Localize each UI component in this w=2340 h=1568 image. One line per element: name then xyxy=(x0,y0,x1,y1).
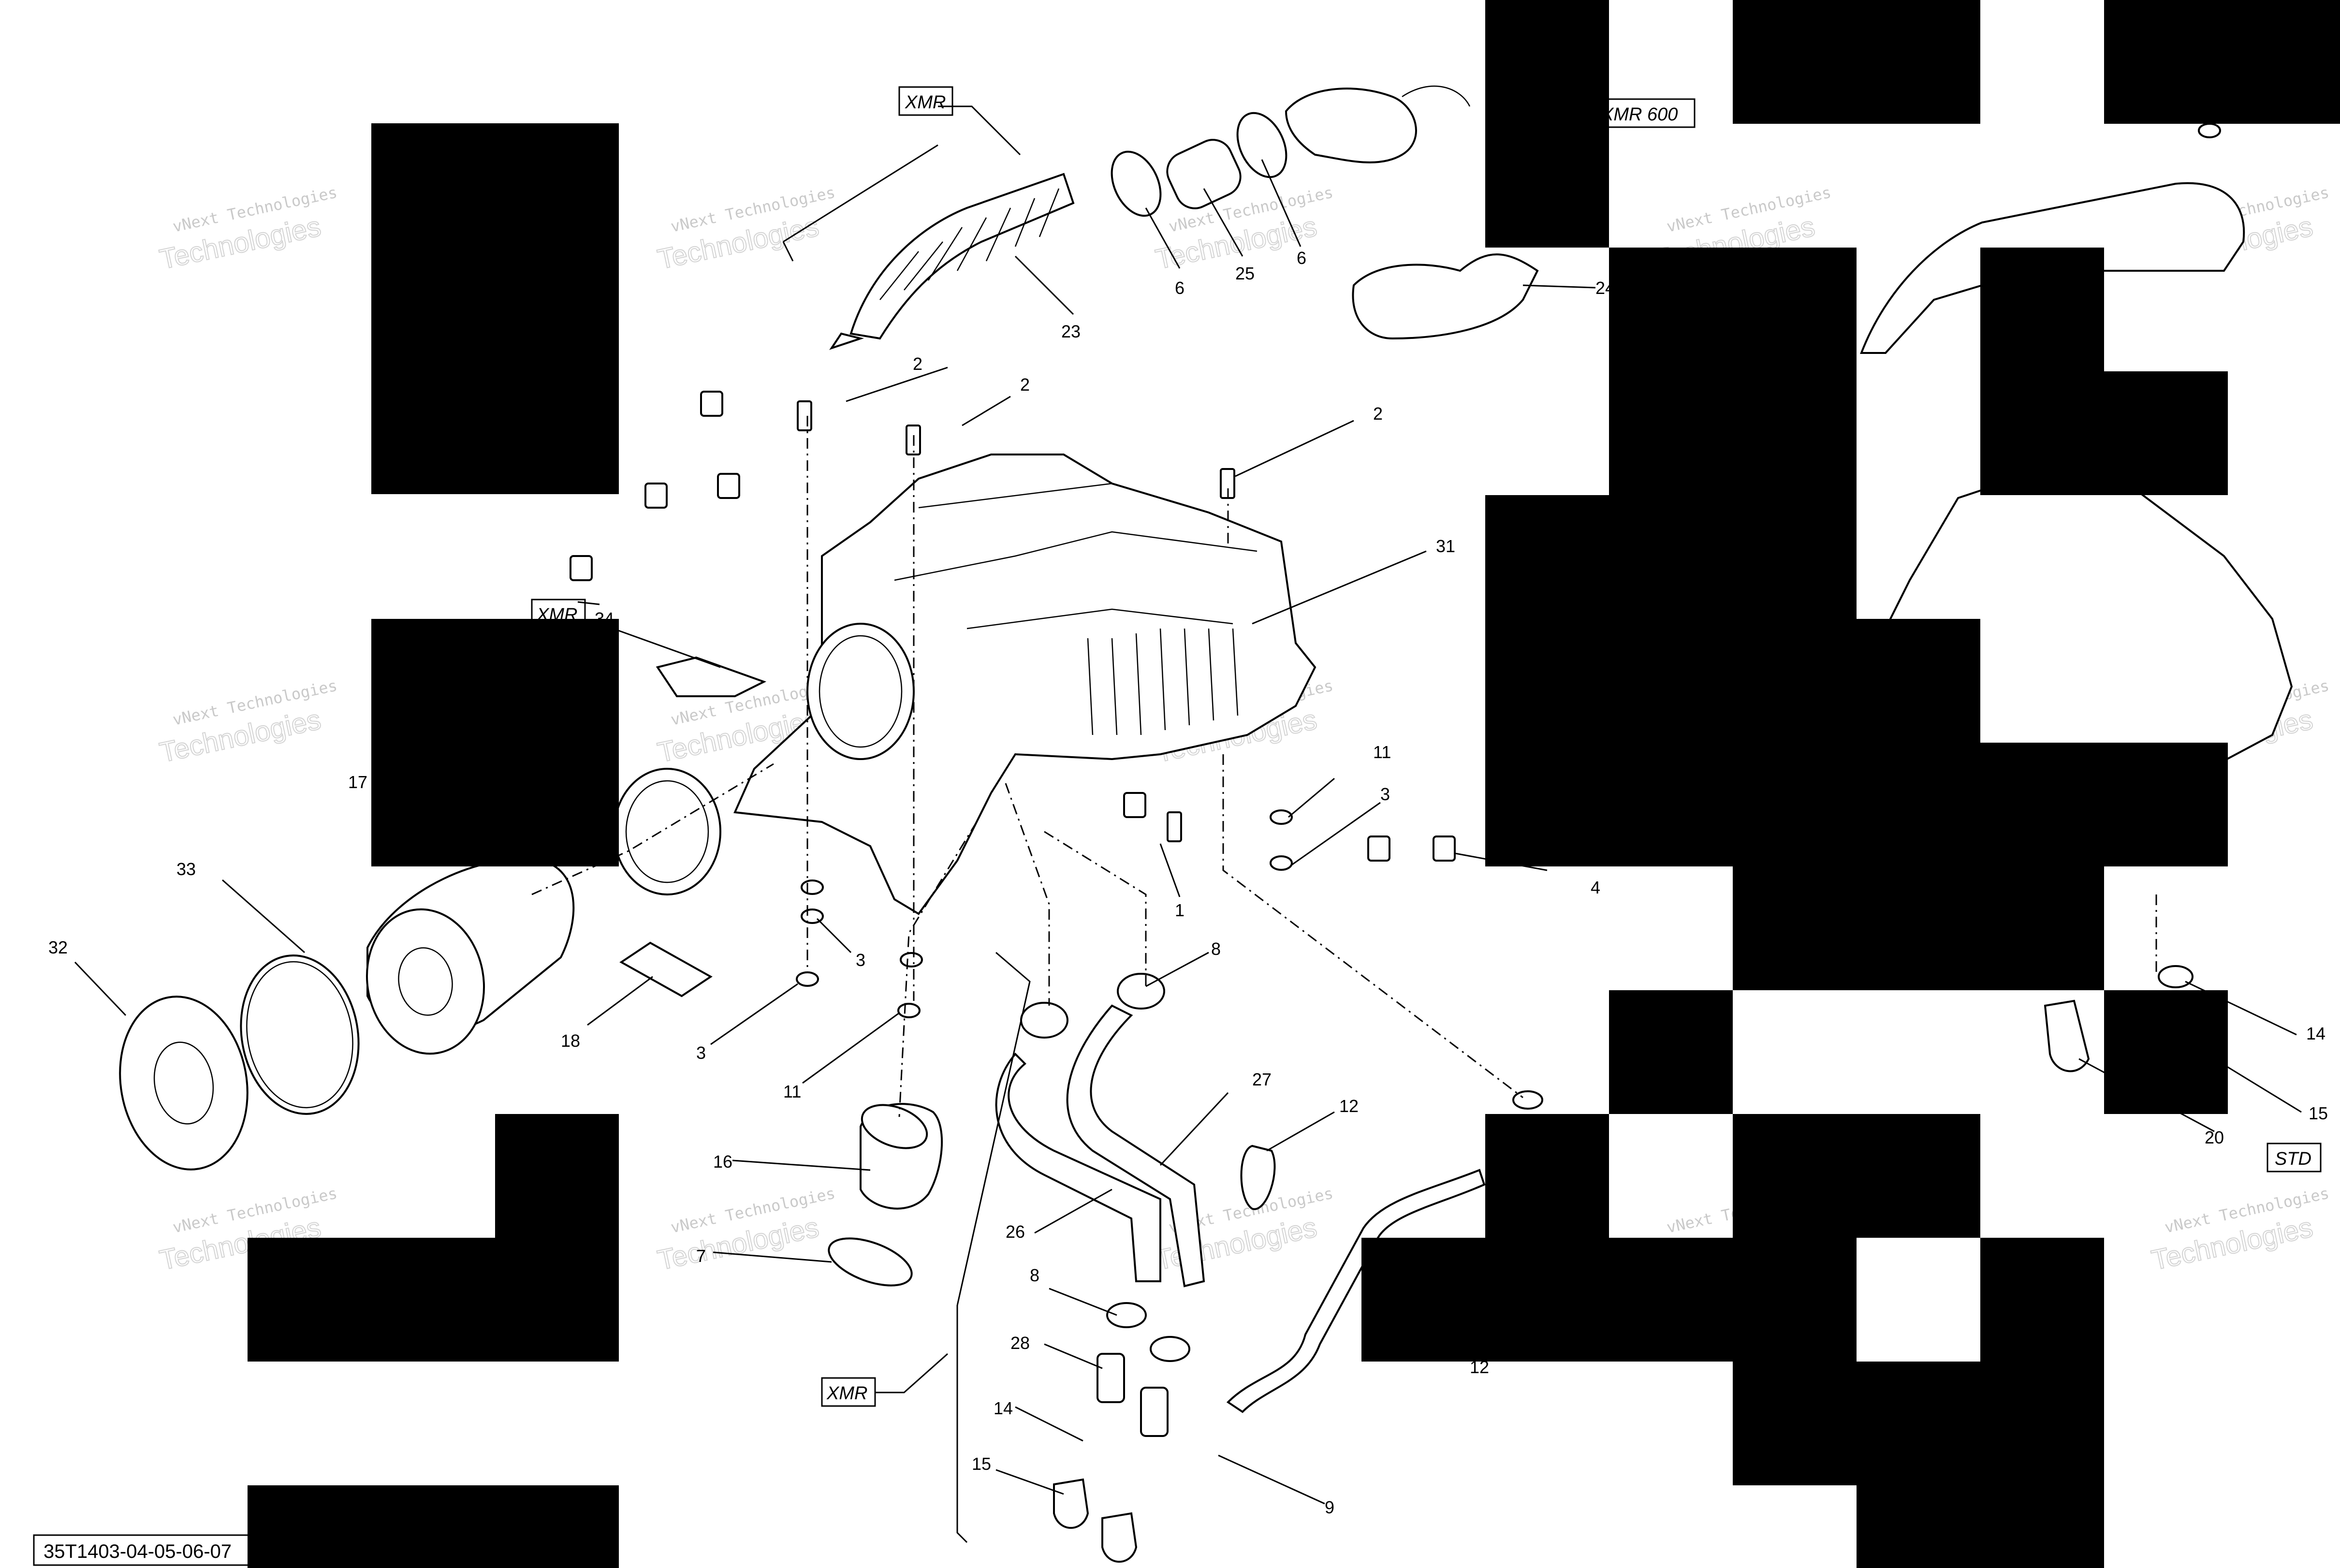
filter-cover xyxy=(119,996,249,1171)
airbox xyxy=(733,454,1316,915)
variant-tag: XMR xyxy=(905,92,946,113)
callout: 28 xyxy=(1010,1333,1030,1353)
watermark: vNext Technologies Technologies xyxy=(157,676,339,769)
intake-hose xyxy=(829,173,1075,350)
callout: 2 xyxy=(1373,404,1383,424)
diagram-code: 35T1403-04-05-06-07 xyxy=(44,1541,232,1562)
coupling-sleeve xyxy=(1166,139,1242,209)
callout: 9 xyxy=(1325,1497,1334,1517)
callout: 31 xyxy=(1436,536,1455,556)
gasket xyxy=(656,656,767,697)
callout: 6 xyxy=(1297,248,1306,268)
variant-tag: XMR xyxy=(826,1383,867,1404)
redaction-blocks xyxy=(248,0,2340,1568)
air-duct xyxy=(1352,253,1539,340)
drain-tube xyxy=(1226,1169,1486,1413)
callout: 6 xyxy=(1175,278,1185,298)
callout: 1 xyxy=(1175,900,1185,920)
drain-cap-std xyxy=(2044,999,2090,1072)
callout: 32 xyxy=(48,938,68,957)
callout: 23 xyxy=(1061,322,1081,341)
seal-ring xyxy=(613,768,721,895)
callout: 15 xyxy=(2309,1103,2328,1123)
clip xyxy=(1240,1144,1276,1210)
watermark: vNext Technologies Technologies xyxy=(2149,1184,2331,1277)
callout: 16 xyxy=(713,1152,732,1172)
xmr600-duct xyxy=(1285,88,1417,163)
callout: 18 xyxy=(561,1031,580,1051)
callout: 11 xyxy=(783,1082,801,1101)
callout: 3 xyxy=(1380,784,1390,804)
callout: 11 xyxy=(1373,742,1391,762)
drain-hose xyxy=(995,1053,1161,1282)
hose-clamp xyxy=(1236,112,1287,178)
hose-clamp-std xyxy=(2158,965,2194,988)
callout: 26 xyxy=(1006,1222,1025,1242)
leader-lines xyxy=(74,105,2302,1543)
callout: 14 xyxy=(994,1398,1013,1418)
watermark: vNext Technologies Technologies xyxy=(157,183,339,276)
callout: 4 xyxy=(1591,878,1600,897)
hose-clamp xyxy=(1117,973,1165,1010)
hose-clamp xyxy=(828,1237,913,1287)
hose-clamp xyxy=(1111,150,1162,217)
callout: 27 xyxy=(1252,1070,1272,1089)
o-ring xyxy=(240,954,360,1115)
callout: 17 xyxy=(348,772,367,792)
callout: 3 xyxy=(856,950,865,970)
variant-tag: XMR 600 xyxy=(1601,104,1678,125)
hose-clamp xyxy=(1150,1336,1190,1362)
callout: 8 xyxy=(1030,1265,1039,1285)
drain-hose xyxy=(1066,1004,1205,1288)
drain-cap xyxy=(1053,1478,1089,1529)
decal xyxy=(619,941,713,997)
connector xyxy=(1097,1353,1125,1403)
hose-clamp xyxy=(1020,1002,1068,1039)
hose-clamp xyxy=(1106,1302,1147,1328)
callout: 25 xyxy=(1235,264,1255,283)
watermark: vNext Technologies Technologies xyxy=(655,1184,837,1277)
watermark: vNext Technologies Technologies xyxy=(655,183,837,276)
callout: 2 xyxy=(913,354,922,374)
callout: 12 xyxy=(1339,1096,1359,1116)
callout: 7 xyxy=(696,1246,706,1266)
callout: 14 xyxy=(2306,1024,2325,1043)
drain-cap xyxy=(1101,1512,1138,1563)
callout: 33 xyxy=(176,859,196,879)
callout: 20 xyxy=(2205,1128,2224,1147)
callout: 15 xyxy=(972,1454,991,1474)
callout: 8 xyxy=(1211,939,1221,959)
fasteners xyxy=(570,123,2221,1110)
callout: 2 xyxy=(1020,375,1030,395)
connector xyxy=(1140,1387,1169,1437)
callout: 3 xyxy=(696,1043,706,1063)
callout-numbers: 23 6 25 6 24 2 2 2 31 34 17 33 32 18 11 … xyxy=(48,248,2328,1517)
variant-tag: STD xyxy=(2275,1149,2311,1169)
